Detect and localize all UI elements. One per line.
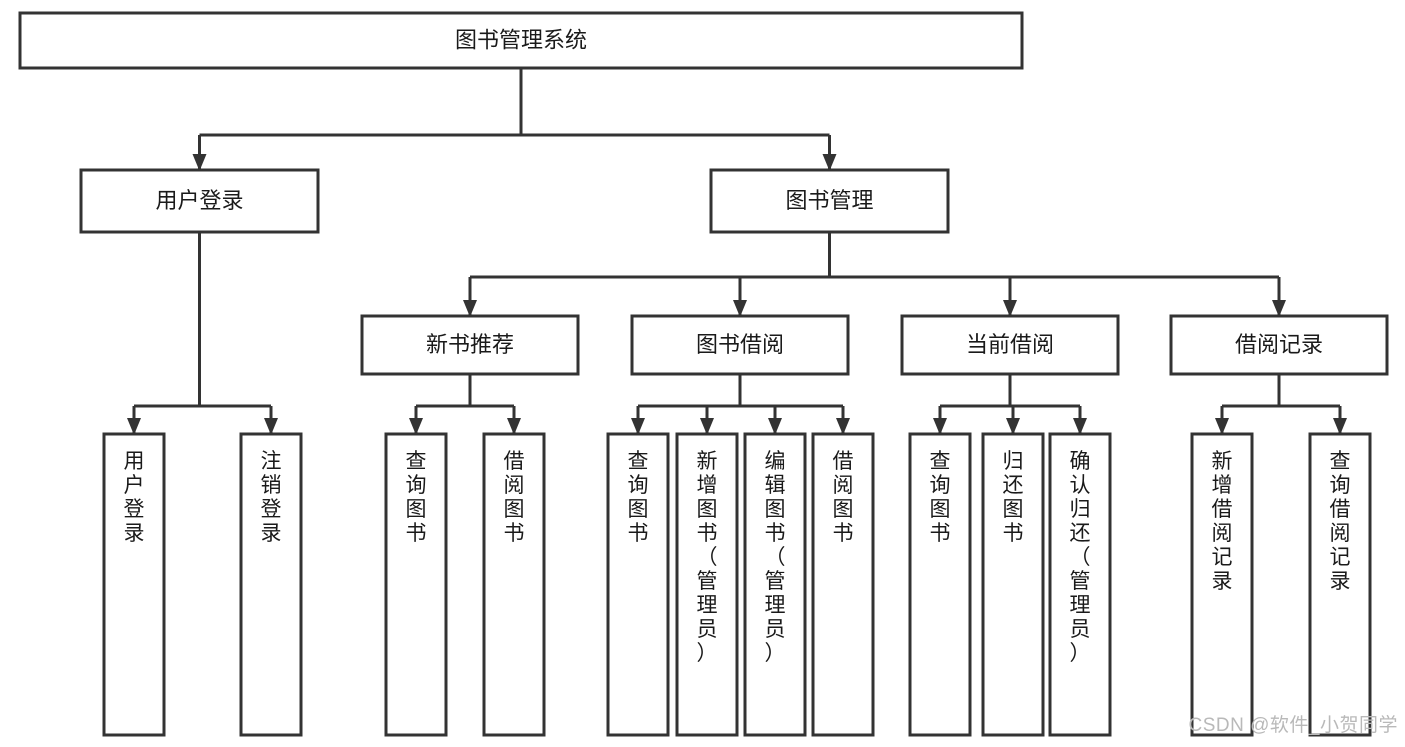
node-box-borrow-record <box>1169 314 1389 376</box>
node-label-add-book-admin: 新增图书（管理员） <box>697 450 718 665</box>
arrow-head-icon <box>192 154 207 171</box>
node-label-book-borrow: 图书借阅 <box>696 332 784 357</box>
node-label-user-login-do: 用户登录 <box>124 450 145 545</box>
arrow-head-icon <box>631 418 645 435</box>
arrow-head-icon <box>822 154 837 171</box>
node-label-add-borrow-record: 新增借阅记录 <box>1212 450 1233 593</box>
node-user-login[interactable]: 用户登录 <box>79 168 320 234</box>
node-confirm-return-admin[interactable]: 确认归还（管理员） <box>1048 432 1112 737</box>
node-box-query-book-1 <box>384 432 448 737</box>
node-label-query-book-1: 查询图书 <box>406 450 427 545</box>
node-box-user-logout <box>239 432 303 737</box>
node-user-logout[interactable]: 注销登录 <box>239 432 303 737</box>
node-book-management[interactable]: 图书管理 <box>709 168 950 234</box>
node-label-query-book-2: 查询图书 <box>628 450 649 545</box>
node-label-borrow-book-1: 借阅图书 <box>504 450 525 545</box>
node-query-book-1[interactable]: 查询图书 <box>384 432 448 737</box>
node-label-user-login: 用户登录 <box>155 188 243 213</box>
arrow-head-icon <box>264 418 278 435</box>
node-box-return-book <box>981 432 1045 737</box>
node-borrow-book-2[interactable]: 借阅图书 <box>811 432 875 737</box>
node-box-new-book-recommend <box>360 314 580 376</box>
node-box-edit-book-admin <box>743 432 807 737</box>
arrow-head-icon <box>127 418 141 435</box>
node-label-user-logout: 注销登录 <box>261 450 282 545</box>
arrow-head-icon <box>733 300 747 317</box>
node-edit-book-admin[interactable]: 编辑图书（管理员） <box>743 432 807 737</box>
node-label-query-book-3: 查询图书 <box>930 450 951 545</box>
node-label-confirm-return-admin: 确认归还（管理员） <box>1070 450 1091 665</box>
node-book-borrow[interactable]: 图书借阅 <box>630 314 850 376</box>
node-current-borrow[interactable]: 当前借阅 <box>900 314 1120 376</box>
node-box-borrow-book-1 <box>482 432 546 737</box>
node-label-borrow-book-2: 借阅图书 <box>833 450 854 545</box>
node-borrow-book-1[interactable]: 借阅图书 <box>482 432 546 737</box>
node-box-user-login <box>79 168 320 234</box>
node-user-login-do[interactable]: 用户登录 <box>102 432 166 737</box>
connector-layer <box>127 68 1347 435</box>
arrow-head-icon <box>933 418 947 435</box>
node-label-book-management: 图书管理 <box>785 188 873 213</box>
node-box-query-book-3 <box>908 432 972 737</box>
arrow-head-icon <box>1272 300 1286 317</box>
node-return-book[interactable]: 归还图书 <box>981 432 1045 737</box>
arrow-head-icon <box>409 418 423 435</box>
node-add-book-admin[interactable]: 新增图书（管理员） <box>675 432 739 737</box>
arrow-head-icon <box>507 418 521 435</box>
node-box-borrow-book-2 <box>811 432 875 737</box>
node-label-borrow-record: 借阅记录 <box>1235 332 1323 357</box>
node-layer: 图书管理系统用户登录用户登录注销登录图书管理新书推荐查询图书借阅图书图书借阅查询… <box>18 11 1389 737</box>
node-borrow-record[interactable]: 借阅记录 <box>1169 314 1389 376</box>
csdn-watermark: CSDN @软件_小贺同学 <box>1189 714 1398 736</box>
node-label-return-book: 归还图书 <box>1003 450 1024 545</box>
node-box-query-book-2 <box>606 432 670 737</box>
node-box-add-borrow-record <box>1190 432 1254 737</box>
node-query-book-2[interactable]: 查询图书 <box>606 432 670 737</box>
node-label-query-borrow-record: 查询借阅记录 <box>1330 450 1351 593</box>
node-box-user-login-do <box>102 432 166 737</box>
node-box-undefined <box>18 11 1024 70</box>
node-box-confirm-return-admin <box>1048 432 1112 737</box>
node-query-borrow-record[interactable]: 查询借阅记录 <box>1308 432 1372 737</box>
node-new-book-recommend[interactable]: 新书推荐 <box>360 314 580 376</box>
node-add-borrow-record[interactable]: 新增借阅记录 <box>1190 432 1254 737</box>
node-box-add-book-admin <box>675 432 739 737</box>
arrow-head-icon <box>1333 418 1347 435</box>
node-box-query-borrow-record <box>1308 432 1372 737</box>
arrow-head-icon <box>463 300 477 317</box>
node-label-edit-book-admin: 编辑图书（管理员） <box>765 450 786 665</box>
arrow-head-icon <box>768 418 782 435</box>
arrow-head-icon <box>1215 418 1229 435</box>
arrow-head-icon <box>1003 300 1017 317</box>
arrow-head-icon <box>836 418 850 435</box>
node-undefined[interactable]: 图书管理系统 <box>18 11 1024 70</box>
node-box-current-borrow <box>900 314 1120 376</box>
arrow-head-icon <box>700 418 714 435</box>
node-box-book-management <box>709 168 950 234</box>
node-label-current-borrow: 当前借阅 <box>966 332 1054 357</box>
arrow-head-icon <box>1073 418 1087 435</box>
node-label-new-book-recommend: 新书推荐 <box>426 332 514 357</box>
node-box-book-borrow <box>630 314 850 376</box>
node-query-book-3[interactable]: 查询图书 <box>908 432 972 737</box>
arrow-head-icon <box>1006 418 1020 435</box>
node-label-undefined: 图书管理系统 <box>455 27 587 52</box>
